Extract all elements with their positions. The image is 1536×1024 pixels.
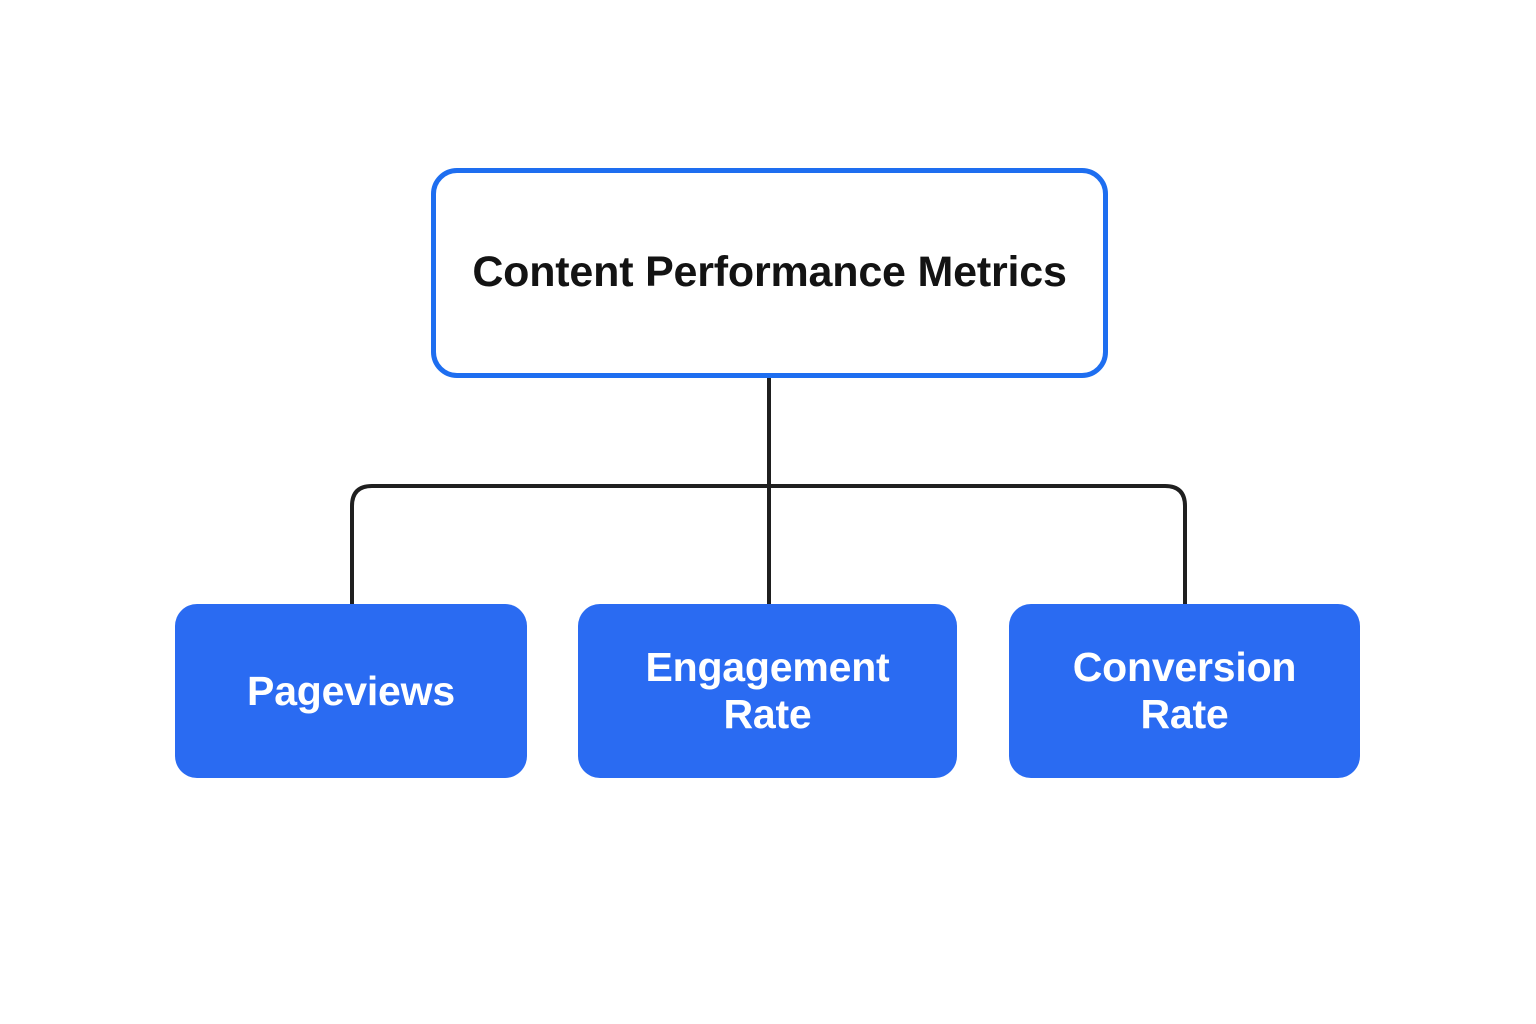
- node-pageviews[interactable]: Pageviews: [175, 604, 527, 778]
- node-conversion-rate[interactable]: Conversion Rate: [1009, 604, 1360, 778]
- node-root-label: Content Performance Metrics: [472, 248, 1067, 297]
- node-engagement-rate[interactable]: Engagement Rate: [578, 604, 957, 778]
- node-conversion-rate-label: Conversion Rate: [1072, 644, 1297, 737]
- connector-bus-right: [769, 484, 1187, 606]
- connector-bus-left: [350, 484, 769, 606]
- node-root[interactable]: Content Performance Metrics: [431, 168, 1108, 378]
- node-engagement-rate-label: Engagement Rate: [645, 644, 890, 737]
- node-pageviews-label: Pageviews: [247, 667, 455, 714]
